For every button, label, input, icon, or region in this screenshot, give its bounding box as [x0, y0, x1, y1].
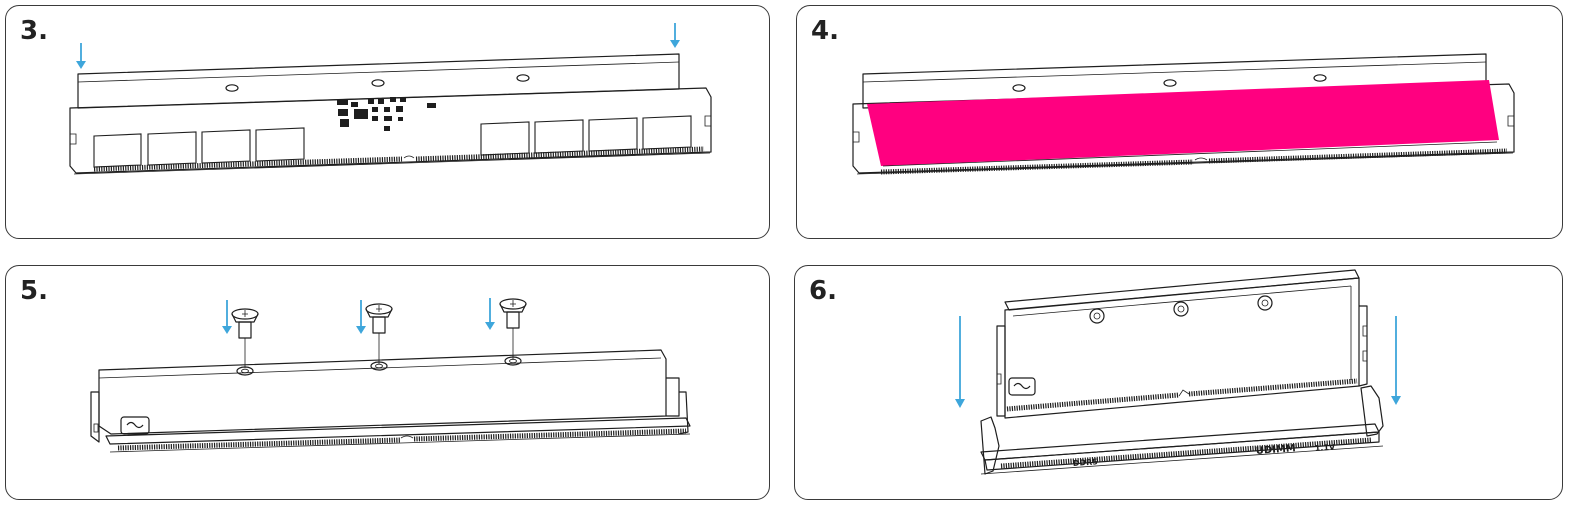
step-3-panel: 3.	[5, 5, 770, 239]
step-5-illustration	[90, 298, 691, 453]
down-arrow-icon	[1391, 316, 1401, 405]
step-6-number: 6.	[809, 276, 837, 306]
memory-module	[1004, 277, 1360, 419]
step-4-number: 4.	[811, 16, 839, 46]
slot-label-ddr: DDR5	[1073, 457, 1099, 468]
down-arrow-icon	[222, 300, 232, 334]
down-arrow-icon	[356, 300, 366, 334]
step-5-panel: 5.	[5, 265, 770, 500]
step-6-illustration: DDR5 UDIMM 1.1V	[955, 269, 1401, 475]
slot-label-type: UDIMM	[1255, 443, 1296, 457]
memory-module-pcb	[69, 87, 712, 174]
screw-icon	[231, 308, 259, 368]
step-6-panel: 6.	[794, 265, 1563, 500]
step-3-number: 3.	[20, 16, 48, 46]
brand-logo-icon	[1008, 377, 1036, 396]
step-4-illustration	[852, 53, 1515, 175]
thermal-pad	[867, 80, 1499, 166]
small-components	[337, 97, 436, 131]
dram-chips-right	[480, 115, 692, 156]
down-arrow-icon	[485, 298, 495, 330]
memory-module-pcb	[852, 83, 1515, 174]
down-arrow-icon	[76, 43, 86, 69]
dimm-slot: DDR5 UDIMM 1.1V	[980, 385, 1384, 475]
down-arrow-icon	[670, 23, 680, 48]
step-5-number: 5.	[20, 276, 48, 306]
brand-logo-icon	[120, 416, 150, 435]
step-3-illustration	[69, 23, 712, 175]
slot-label-voltage: 1.1V	[1315, 443, 1337, 453]
step-4-panel: 4.	[796, 5, 1563, 239]
screw-icon	[365, 303, 393, 364]
screw-icon	[499, 298, 527, 360]
dram-chips-left	[93, 127, 305, 168]
down-arrow-icon	[955, 316, 965, 408]
